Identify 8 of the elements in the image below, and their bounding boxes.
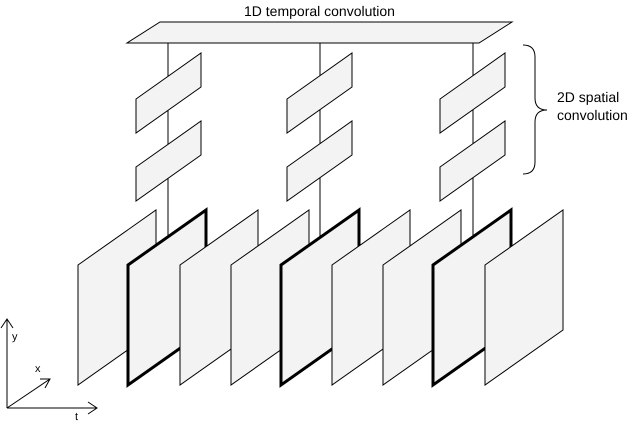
connector-line <box>472 42 474 76</box>
axis-label: t <box>75 410 80 424</box>
connector-line <box>472 109 474 144</box>
brace-label: 2D spatial convolution <box>557 88 629 124</box>
axis-label: y <box>12 330 18 344</box>
connector-line <box>472 177 474 238</box>
heading: 1D temporal convolution <box>243 3 396 19</box>
axis-label: x <box>35 362 42 376</box>
